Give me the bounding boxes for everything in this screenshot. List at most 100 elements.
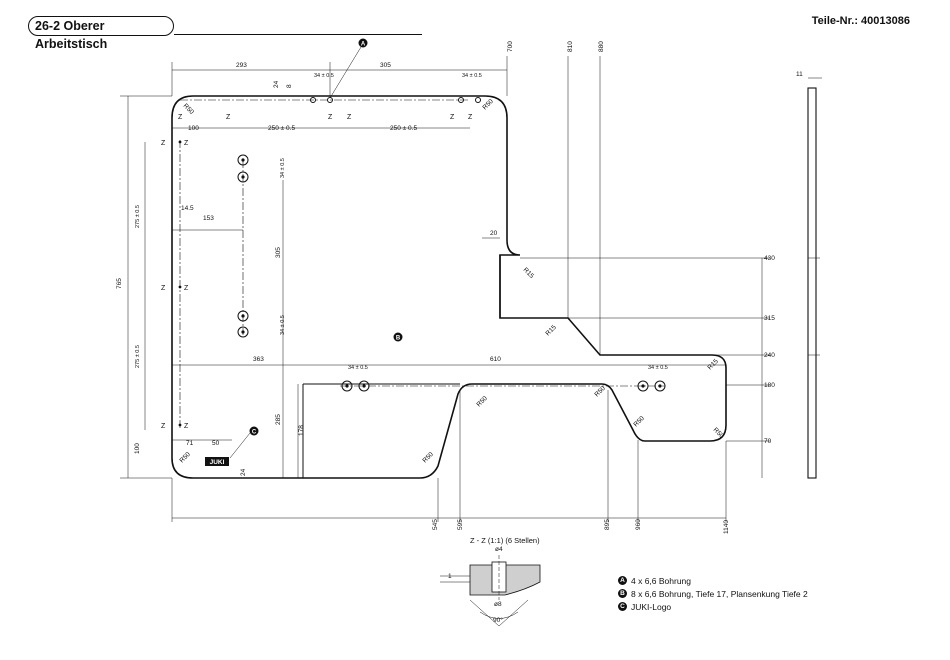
juki-logo: JUKI [210,459,225,466]
dim-24-top: 24 [273,80,280,88]
radius-r15-c: R15 [706,358,720,372]
drawing-title: 26-2 Oberer Arbeitstisch [28,16,174,51]
radius-r50-c: R50 [178,451,192,465]
legend-marker: A [618,576,627,585]
title-rule [174,34,422,35]
z-mark: Z [178,114,183,121]
radius-r50-f: R50 [593,385,607,399]
inner-step [302,383,460,478]
dim-178: 178 [298,425,305,436]
z-mark: Z [161,140,166,147]
z-mark: Z [347,114,352,121]
marker-a-label: A [361,42,366,48]
dim-11: 11 [796,71,803,78]
radius-r50-a: R50 [182,102,196,116]
dim-34-hole-lower: 34 ± 0.5 [280,315,286,335]
part-number: Teile-Nr.: 40013086 [811,15,910,27]
legend-marker: B [618,589,627,598]
dimension-lines [120,56,770,522]
dim-250-left: 250 ± 0.5 [268,125,295,132]
dim-71: 71 [186,440,194,447]
side-view [807,77,822,479]
dim-700: 700 [507,41,514,52]
dim-595: 595 [457,519,464,530]
legend: A 4 x 6,6 Bohrung B 8 x 6,6 Bohrung, Tie… [618,574,808,613]
z-mark: Z [184,140,189,147]
section-marks: Z Z Z Z Z Z Z Z Z Z Z Z [161,114,473,430]
legend-marker: C [618,602,627,611]
hole-b6 [358,380,370,392]
legend-item: C JUKI-Logo [618,600,808,613]
marker-c: C [229,426,259,459]
dim-810: 810 [567,41,574,52]
z-mark: Z [184,285,189,292]
z-mark: Z [328,114,333,121]
hole-a2 [327,97,333,103]
z-mark: Z [226,114,231,121]
dim-305-vertical: 305 [275,247,282,258]
dim-14-5: 14.5 [181,205,194,212]
radius-r50-d: R50 [421,451,435,465]
dim-293: 293 [236,62,247,69]
radius-r15-a: R15 [522,266,536,280]
marker-a: A [329,38,368,99]
section-title: Z - Z (1:1) (6 Stellen) [470,536,540,545]
dim-24-logo: 24 [240,468,247,476]
hole-a3 [458,97,464,103]
dim-34-b-left: 34 ± 0.5 [348,365,368,371]
dim-34-b-right: 34 ± 0.5 [648,365,668,371]
dim-8-top: 8 [286,84,293,88]
centre-lines [179,99,665,430]
legend-item: B 8 x 6,6 Bohrung, Tiefe 17, Plansenkung… [618,587,808,600]
dim-240: 240 [764,352,775,359]
marker-c-label: C [252,430,257,436]
z-mark: Z [184,423,189,430]
z-mark: Z [450,114,455,121]
z-mark: Z [161,285,166,292]
table-outline [171,95,727,479]
dim-1-section: 1 [448,573,452,580]
hole-b7 [637,380,649,392]
dim-545: 545 [432,519,439,530]
hole-a1 [310,97,316,103]
hole-a4 [475,97,481,103]
dim-275-upper: 275 ± 0.5 [135,205,141,228]
dim-90-deg: 90° [493,616,503,624]
radius-r50-h: R50 [712,426,726,440]
dim-phi4: ø4 [495,546,503,553]
dim-610: 610 [490,356,501,363]
dim-305: 305 [380,62,391,69]
dimension-texts: 293 305 34 ± 0.5 34 ± 0.5 24 8 700 810 8… [116,41,803,624]
dim-363: 363 [253,356,264,363]
dim-1140: 1140 [723,520,730,534]
z-mark: Z [468,114,473,121]
dim-315: 315 [764,315,775,322]
dim-100-top: 100 [188,125,199,132]
dim-960: 960 [635,519,642,530]
radius-r50-g: R50 [632,415,646,429]
dim-34-top-right: 34 ± 0.5 [462,73,482,79]
dim-70: 70 [764,438,772,445]
dim-180: 180 [764,382,775,389]
dim-phi8: ø8 [494,601,502,608]
dim-34-hole-upper: 34 ± 0.5 [280,158,286,178]
hole-b4 [237,326,249,338]
dim-100-left: 100 [134,443,141,454]
legend-text: 4 x 6,6 Bohrung [631,575,692,586]
radius-r15-b: R15 [544,324,558,338]
hole-b8 [654,380,666,392]
dim-430: 430 [764,255,775,262]
dim-34-top-left: 34 ± 0.5 [314,73,334,79]
hole-b2 [237,171,249,183]
dim-153: 153 [203,215,214,222]
radius-r50-e: R50 [475,395,489,409]
dim-20: 20 [490,230,498,237]
hole-centres [178,140,662,427]
marker-b-label: B [396,336,401,342]
dim-765: 765 [116,278,123,289]
dim-275-lower: 275 ± 0.5 [135,345,141,368]
hole-b1 [237,154,249,166]
dim-50: 50 [212,440,220,447]
marker-b: B [393,332,403,342]
